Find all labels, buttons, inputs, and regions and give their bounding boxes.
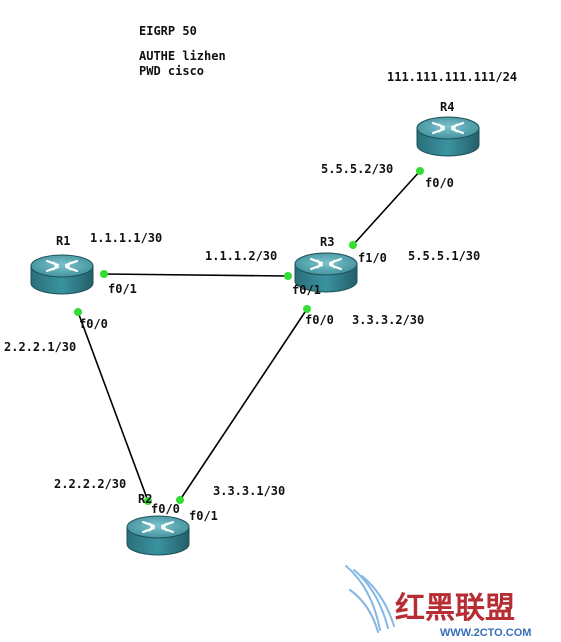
router-name-r2: R2 — [138, 492, 152, 506]
port-r2-f00 — [144, 497, 152, 505]
router-r4[interactable] — [416, 116, 480, 157]
label-r3-f00-interface: f0/0 — [305, 313, 334, 327]
port-r4-f00 — [416, 167, 424, 175]
watermark-text: 红黑联盟 — [395, 591, 515, 626]
eigrp-title: EIGRP 50 — [139, 24, 197, 38]
label-r3-f01-ip: 1.1.1.2/30 — [205, 249, 277, 263]
port-r1-f00 — [74, 308, 82, 316]
label-r2-f01-ip: 3.3.3.1/30 — [213, 484, 285, 498]
link-r3-r2 — [179, 308, 308, 501]
label-r1-f00-ip: 2.2.2.1/30 — [4, 340, 76, 354]
label-r2-f00-interface: f0/0 — [151, 502, 180, 516]
label-r3-f01-interface: f0/1 — [292, 283, 321, 297]
auth-line: AUTHE lizhen — [139, 49, 226, 63]
router-name-r4: R4 — [440, 100, 454, 114]
feather-icon — [345, 565, 395, 633]
label-r2-f01-interface: f0/1 — [189, 509, 218, 523]
port-r3-f10 — [349, 241, 357, 249]
label-r3-f10-interface: f1/0 — [358, 251, 387, 265]
label-r4-network: 111.111.111.111/24 — [387, 70, 517, 84]
watermark-logo: 红黑联盟 WWW.2CTO.COM — [345, 565, 531, 639]
router-name-r3: R3 — [320, 235, 334, 249]
router-r1[interactable] — [30, 254, 94, 295]
label-r4-interface: f0/0 — [425, 176, 454, 190]
label-r3-f10-ip: 5.5.5.1/30 — [408, 249, 480, 263]
port-dots — [74, 167, 424, 505]
port-r3-f00 — [303, 305, 311, 313]
link-r1-r3 — [103, 273, 289, 277]
link-r1-r2 — [77, 311, 149, 502]
label-r1-f00-interface: f0/0 — [79, 317, 108, 331]
label-r4-ip: 5.5.5.2/30 — [321, 162, 393, 176]
label-r2-f00-ip: 2.2.2.2/30 — [54, 477, 126, 491]
label-r1-f01-interface: f0/1 — [108, 282, 137, 296]
router-name-r1: R1 — [56, 234, 70, 248]
port-r3-f01 — [284, 272, 292, 280]
links — [77, 170, 421, 502]
port-r2-f01 — [176, 496, 184, 504]
label-r1-f01-ip: 1.1.1.1/30 — [90, 231, 162, 245]
watermark-url: WWW.2CTO.COM — [440, 627, 531, 639]
port-r1-f01 — [100, 270, 108, 278]
link-r3-r4 — [352, 170, 421, 246]
router-r2[interactable] — [126, 515, 190, 556]
password-line: PWD cisco — [139, 64, 204, 78]
label-r3-f00-ip: 3.3.3.2/30 — [352, 313, 424, 327]
